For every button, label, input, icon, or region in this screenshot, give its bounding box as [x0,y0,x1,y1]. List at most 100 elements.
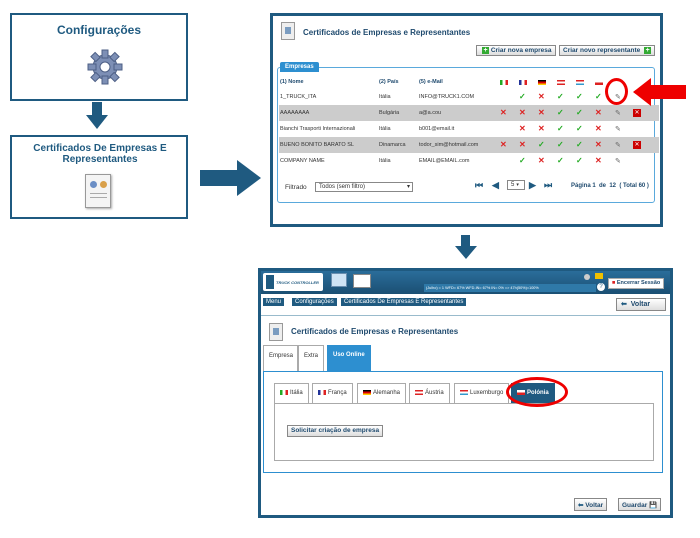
country-tab-germany[interactable]: Alemanha [357,383,407,403]
cell-country: Itália [379,158,391,164]
filter-select[interactable]: Todos (sem filtro)▾ [315,182,413,192]
cross-icon: ✕ [538,156,545,165]
save-label: Guardar [622,502,648,509]
breadcrumb-menu[interactable]: Menu [263,298,285,306]
check-icon: ✓ [557,156,564,165]
cross-icon: ✕ [538,108,545,117]
country-tab-italy[interactable]: Itália [274,383,309,403]
tab-extra-label: Extra [304,353,319,359]
cell-name: BUENO BONITO BARATO SL [280,142,354,148]
detail-page-title: Certificados de Empresas e Representante… [291,327,459,336]
edit-pencil-icon[interactable]: ✎ [615,110,621,117]
last-page-icon[interactable]: ⏭ [544,180,553,190]
flow-arrowhead-down-1 [86,115,108,129]
check-icon: ✓ [557,140,564,149]
tab-company-label: Empresa [269,353,294,359]
cell-country: Itália [379,126,391,132]
flag-italy-icon [500,80,508,85]
highlight-circle-edit [605,78,628,105]
country-tab-luxembourg[interactable]: Luxemburgo [454,383,510,403]
delete-icon[interactable]: ✕ [633,109,641,117]
create-representative-button[interactable]: Criar novo representante + [559,45,656,56]
country-tab-france[interactable]: França [312,383,353,403]
back-top-button[interactable]: ⬅ Voltar [616,298,666,311]
first-page-icon[interactable]: ⏮ [475,180,484,190]
breadcrumb-cert[interactable]: Certificados De Empresas E Representante… [341,298,467,306]
edit-pencil-icon[interactable]: ✎ [615,158,621,165]
cell-email: EMAIL@EMAIL.com [419,158,470,164]
save-button[interactable]: Guardar 💾 [618,498,662,511]
country-tab-label: Alemanha [373,390,401,396]
filter-label: Filtrado [285,184,307,191]
tab-company[interactable]: Empresa [263,345,299,371]
cell-email: b001@email.it [419,126,455,132]
country-content [274,403,654,461]
tab-companies[interactable]: Empresas [280,62,319,72]
cell-name: 1_TRUCK_ITA [280,94,317,100]
mail-icon[interactable] [595,273,603,279]
flag-luxembourg-icon [576,80,584,85]
check-icon: ✓ [576,92,583,101]
certificate-icon [281,22,295,40]
flag-italy-icon [280,389,288,395]
col-header-email[interactable]: (5) e-Mail [419,79,443,85]
edit-pencil-icon[interactable]: ✎ [615,142,621,149]
logout-button[interactable]: ■ Encerrar Sessão [608,278,665,289]
flow-arrowhead-down-2 [455,246,477,259]
company-detail-panel: TRUCK CONTROLLER (Julho) = 1 WFD= 67% WF… [258,268,673,518]
check-icon: ✓ [557,108,564,117]
create-company-button[interactable]: + Criar nova empresa [476,45,556,56]
check-icon: ✓ [557,124,564,133]
flag-poland-icon [595,80,603,85]
breadcrumb-config[interactable]: Configurações [292,298,337,306]
back-arrow-icon: ⬅ [578,502,584,509]
companies-section [277,67,655,203]
request-company-button[interactable]: Solicitar criação de empresa [287,425,384,437]
check-icon: ✓ [519,156,526,165]
plus-icon: + [644,46,652,54]
next-page-icon[interactable]: ▶ [529,180,536,190]
cell-email: todor_sim@hotmail.com [419,142,479,148]
check-icon: ✓ [595,92,602,101]
config-step-box: Configurações [10,13,188,101]
back-label: Voltar [585,502,604,509]
cross-icon: ✕ [538,124,545,133]
check-icon: ✓ [519,92,526,101]
status-bar: (Julho) = 1 WFD= 67% WFD-IN= 67% IN= 0% … [424,284,596,292]
country-tab-austria[interactable]: Áustria [409,383,450,403]
back-button[interactable]: ⬅ Voltar [574,498,608,511]
prev-page-icon[interactable]: ◀ [492,180,499,190]
create-company-label: Criar nova empresa [490,47,552,54]
col-header-country[interactable]: (2) País [379,79,399,85]
edit-pencil-icon[interactable]: ✎ [615,126,621,133]
gear-icon[interactable] [584,274,590,280]
cross-icon: ✕ [595,108,602,117]
brand-name: TRUCK CONTROLLER [276,280,319,285]
country-tab-label: Áustria [425,390,444,396]
question-icon[interactable]: ? [597,283,605,291]
document-icon [85,174,111,208]
flag-austria-icon [415,389,423,395]
cell-email: a@a.cou [419,110,442,116]
tab-online-use[interactable]: Uso Online [327,345,371,371]
cross-icon: ✕ [538,92,545,101]
companies-table: (1) Nome (2) País (5) e-Mail 1_TRUCK_ITA… [279,79,659,179]
col-header-name[interactable]: (1) Nome [280,79,304,85]
delete-icon[interactable]: ✕ [633,141,641,149]
page-size-value: 5 [511,182,515,188]
back-arrow-icon: ⬅ [621,301,627,308]
page-size-select[interactable]: 5▾ [507,180,525,190]
cross-icon: ✕ [500,140,507,149]
country-tab-label: França [328,390,347,396]
back-top-label: Voltar [630,301,651,308]
list-page-title: Certificados de Empresas e Representante… [303,28,471,37]
cross-icon: ✕ [519,108,526,117]
chevron-down-icon: ▾ [516,182,519,188]
tab-extra[interactable]: Extra [298,345,325,371]
cert-step-box: Certificados De Empresas E Representante… [10,135,188,219]
